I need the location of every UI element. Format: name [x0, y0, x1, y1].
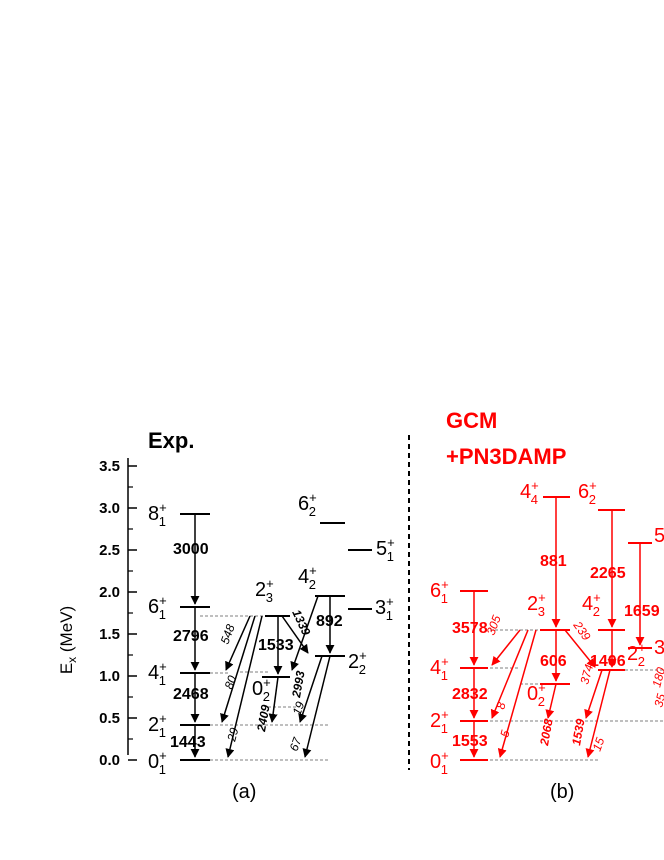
state-b-4-2: 4+2: [582, 590, 601, 619]
state-b-2-1: 2+1: [430, 707, 449, 736]
panel-b-letter: (b): [550, 781, 574, 803]
tick-label-2: 1.0: [99, 668, 120, 685]
panel-b-arrows: [469, 497, 645, 758]
tick-label-6: 3.0: [99, 500, 120, 517]
tick-label-5: 2.5: [99, 542, 120, 559]
state-b-0-2: 0+2: [527, 680, 546, 709]
trans-b-374: 374: [577, 662, 596, 685]
trans-b-2068: 2068: [537, 717, 556, 747]
state-label-8-1: 8+1: [148, 500, 167, 529]
state-label-0-1: 0+1: [148, 748, 167, 777]
state-label-4-1: 4+1: [148, 659, 167, 688]
panel-b-state-labels: 0+1 2+1 4+1 6+1 2+3 0+2 4+4 6+2 4+2 2+2 …: [430, 478, 664, 777]
tick-label-4: 2.0: [99, 584, 120, 601]
be2-b-1553: 1553: [452, 733, 488, 750]
trans-29: 29: [224, 726, 241, 744]
state-b-5: 5: [654, 525, 664, 547]
state-label-6-1: 6+1: [148, 593, 167, 622]
be2-b-2265: 2265: [590, 565, 626, 582]
trans-548: 548: [218, 622, 238, 646]
state-label-6-2: 6+2: [298, 490, 317, 519]
trans-2993: 2993: [289, 669, 308, 699]
state-label-2-3: 2+3: [255, 576, 274, 605]
y-axis: 0.0 0.5 1.0 1.5 2.0 2.5 3.0 3.5 Ex (MeV): [57, 458, 137, 769]
panel-b-title-line2: +PN3DAMP: [446, 444, 566, 469]
state-b-4-4: 4+4: [520, 478, 539, 507]
be2-892: 892: [316, 613, 343, 630]
state-label-4-2: 4+2: [298, 563, 317, 592]
state-label-0-2: 0+2: [252, 675, 271, 704]
trans-67: 67: [287, 734, 305, 753]
be2-2468: 2468: [173, 686, 209, 703]
panel-a-title: Exp.: [148, 428, 194, 453]
state-b-2-2: 2+2: [627, 640, 646, 669]
panel-b-values: 1553 2832 3578 881 606 2265 1406 1659 30…: [452, 553, 664, 753]
trans-80: 80: [222, 673, 240, 691]
be2-2796: 2796: [173, 628, 209, 645]
be2-1533: 1533: [258, 637, 294, 654]
state-b-3: 3: [654, 637, 664, 659]
state-b-4-1: 4+1: [430, 654, 449, 683]
trans-b-5: 5: [497, 728, 512, 738]
panel-b: GCM +PN3DAMP (b): [430, 408, 664, 803]
state-b-2-3: 2+3: [527, 590, 546, 619]
be2-b-881: 881: [540, 553, 567, 570]
trans-1339: 1339: [289, 607, 313, 637]
trans-b-8: 8: [493, 700, 508, 710]
tick-label-7: 3.5: [99, 458, 120, 475]
state-label-2-1: 2+1: [148, 711, 167, 740]
panel-b-title-line1: GCM: [446, 408, 497, 433]
panel-a-arrows: [190, 514, 335, 758]
state-b-0-1: 0+1: [430, 748, 449, 777]
be2-3000: 3000: [173, 541, 209, 558]
be2-b-1659: 1659: [624, 603, 660, 620]
trans-19: 19: [290, 699, 308, 717]
trans-b-15: 15: [590, 735, 608, 753]
be2-b-2832: 2832: [452, 686, 488, 703]
trans-b-305: 305: [484, 613, 504, 637]
tick-label-0: 0.0: [99, 752, 120, 769]
state-label-3-1: 3+1: [375, 594, 394, 623]
trans-2409: 2409: [254, 703, 273, 733]
panel-a-values: 1443 2468 2796 3000 1533 892 548 80 29 1…: [170, 541, 343, 753]
panel-a: Exp. (a): [148, 428, 395, 803]
trans-b-35: 35: [651, 692, 664, 709]
state-label-5-1: 5+1: [376, 535, 395, 564]
state-label-2-2: 2+2: [348, 648, 367, 677]
be2-1443: 1443: [170, 734, 206, 751]
be2-b-3578: 3578: [452, 620, 488, 637]
panel-a-state-labels: 0+1 2+1 4+1 6+1 8+1 2+3 0+2 2+2 3+1 4+2 …: [148, 490, 395, 777]
trans-b-180: 180: [649, 665, 664, 688]
state-b-6-1: 6+1: [430, 577, 449, 606]
state-b-6-2: 6+2: [578, 478, 597, 507]
trans-b-1539: 1539: [569, 717, 587, 746]
tick-label-1: 0.5: [99, 710, 120, 727]
tick-label-3: 1.5: [99, 626, 120, 643]
be2-b-1406: 1406: [590, 653, 626, 670]
be2-b-606: 606: [540, 653, 567, 670]
panel-a-letter: (a): [232, 781, 256, 803]
y-axis-title: Ex (MeV): [57, 606, 79, 674]
y-ticks: [128, 465, 137, 761]
y-tick-labels: 0.0 0.5 1.0 1.5 2.0 2.5 3.0 3.5: [99, 458, 120, 769]
